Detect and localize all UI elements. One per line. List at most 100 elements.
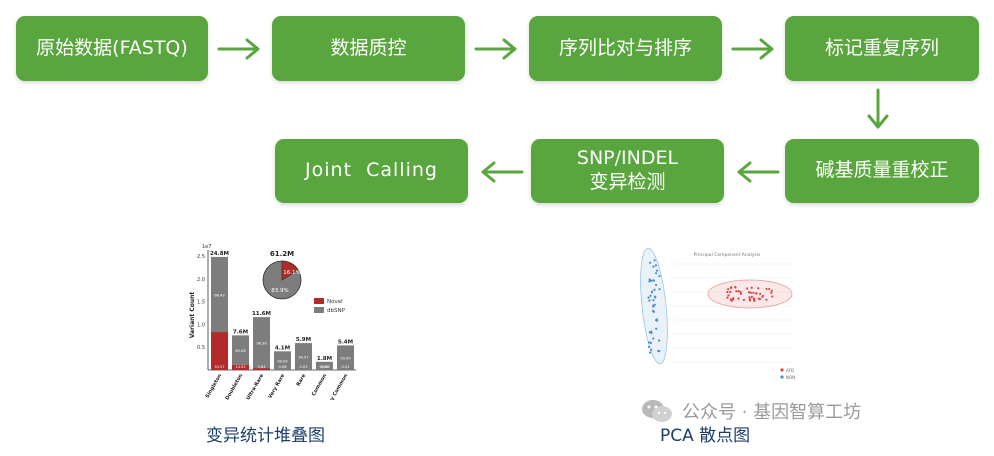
legend-swatch — [780, 368, 784, 372]
point-non — [648, 299, 651, 302]
point-non — [650, 291, 653, 294]
point-non — [650, 279, 653, 282]
point-non — [652, 279, 655, 282]
bar-novel — [211, 332, 228, 370]
point-non — [648, 278, 651, 281]
pca-chart-caption: PCA 散点图 — [660, 426, 751, 446]
point-afd — [768, 287, 771, 291]
point-non — [649, 261, 652, 264]
point-afd — [726, 296, 729, 299]
arrow-right-icon — [217, 37, 263, 61]
point-non — [654, 264, 657, 267]
step-joint-calling: Joint Calling — [275, 139, 468, 203]
pca-title: Principal Component Analysis — [694, 252, 761, 258]
pie-label-novel: 16.1% — [283, 270, 300, 276]
bar-dbsnp — [295, 343, 312, 370]
point-afd — [750, 295, 753, 298]
y-tick-label: 2.5 — [197, 254, 205, 260]
point-non — [653, 259, 656, 262]
step-label: 序列比对与排序 — [558, 36, 692, 59]
legend-label: Novel — [327, 299, 343, 305]
point-afd — [748, 299, 752, 302]
bar-novel — [253, 368, 270, 370]
bar-dbsnp — [337, 345, 354, 370]
arrow-left-icon — [478, 160, 524, 184]
point-afd — [752, 291, 755, 295]
point-afd — [727, 294, 730, 297]
point-afd — [726, 290, 729, 294]
legend-label: NON — [786, 375, 795, 380]
point-afd — [734, 285, 737, 289]
x-tick-label: Very Common — [325, 373, 350, 400]
bar-chart-caption: 变异统计堆叠图 — [206, 426, 325, 446]
bar-dbsnp — [316, 361, 333, 370]
y-multiplier: 1e7 — [202, 244, 211, 250]
point-afd — [729, 290, 732, 294]
bar-novel — [232, 364, 249, 370]
point-afd — [729, 298, 732, 301]
step-label: 原始数据(FASTQ) — [36, 36, 188, 59]
bar-dbsnp-pct: 66.43 — [214, 293, 224, 297]
y-tick-label: 1.0 — [197, 322, 205, 328]
point-non — [653, 288, 656, 291]
arrow-down-icon — [866, 88, 890, 132]
x-tick-label: Doubleton — [224, 373, 244, 400]
step-label: Joint Calling — [305, 159, 438, 182]
point-afd — [757, 297, 760, 300]
x-tick-label: Rare — [295, 372, 307, 387]
step-label-line1: SNP/INDEL — [576, 147, 679, 170]
point-non — [652, 337, 655, 340]
bar-novel-pct: 33.57 — [214, 365, 224, 369]
step-alignment-sorting: 序列比对与排序 — [529, 16, 722, 81]
y-tick-label: 0.5 — [197, 345, 205, 351]
bar-novel-pct: 0.01 — [341, 365, 349, 369]
watermark-text: 公众号 · 基因智算工坊 — [682, 402, 862, 423]
point-non — [652, 304, 655, 307]
step-mark-duplicates: 标记重复序列 — [785, 16, 979, 81]
step-label: 标记重复序列 — [824, 36, 939, 59]
bar-novel-pct: 0.03 — [299, 365, 307, 369]
x-tick-label: Singleton — [205, 373, 224, 400]
point-non — [652, 299, 655, 302]
point-non — [647, 296, 650, 299]
point-non — [650, 330, 653, 333]
point-non — [657, 349, 660, 353]
wechat-icon — [642, 400, 672, 422]
point-non — [654, 272, 658, 275]
point-non — [655, 318, 659, 321]
bar-total-label: 5.4M — [338, 339, 353, 345]
y-axis-label: Variant Count — [189, 292, 196, 339]
step-quality-control: 数据质控 — [272, 16, 465, 81]
point-non — [650, 348, 653, 351]
bar-dbsnp-pct: 99.99 — [340, 357, 351, 361]
point-afd — [757, 287, 760, 290]
bar-total-label: 5.9M — [296, 337, 311, 343]
point-non — [652, 265, 655, 268]
legend-swatch — [780, 375, 784, 379]
arrow-right-icon — [474, 37, 520, 61]
y-tick-label: 2.0 — [197, 277, 205, 283]
legend-label: dbSNP — [327, 308, 346, 314]
bar-total-label: 11.6M — [252, 311, 271, 317]
point-non — [651, 309, 655, 312]
point-afd — [749, 291, 753, 294]
point-afd — [765, 287, 768, 291]
bar-dbsnp — [211, 256, 228, 333]
x-tick-label: Common — [311, 373, 329, 398]
point-non — [654, 283, 658, 287]
point-afd — [742, 298, 745, 302]
step-base-recalibration: 碱基质量重校正 — [785, 139, 979, 203]
y-tick-label: 1.5 — [197, 300, 205, 306]
point-afd — [737, 297, 740, 300]
pie-slice-novel — [281, 260, 299, 281]
point-non — [649, 294, 652, 297]
point-afd — [759, 292, 762, 296]
point-non — [658, 339, 661, 342]
point-non — [647, 345, 651, 349]
bar-dbsnp-pct: 99.98 — [319, 365, 330, 369]
step-label: 数据质控 — [330, 36, 407, 59]
step-label-line2: 变异检测 — [589, 171, 666, 193]
